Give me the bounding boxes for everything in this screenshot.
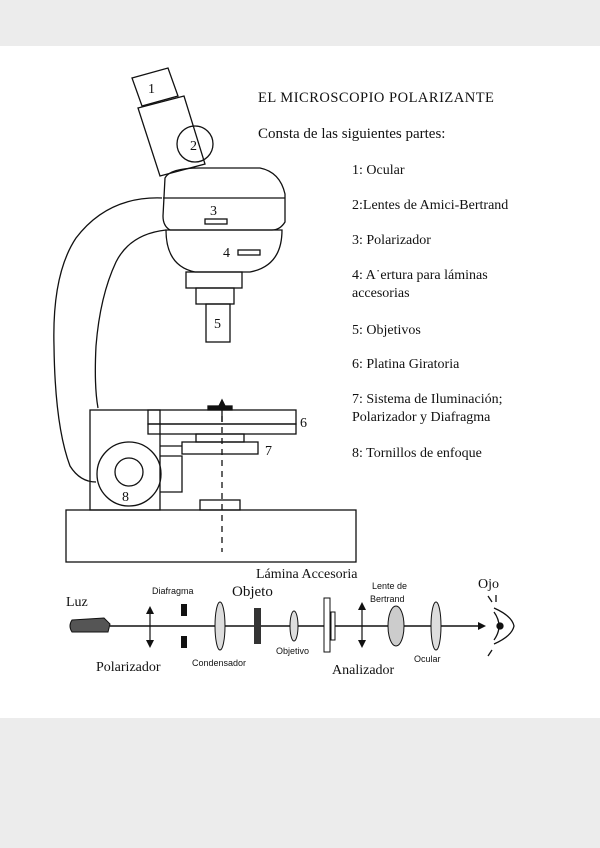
objective-ring <box>195 287 235 305</box>
polarizer-slot <box>204 218 228 225</box>
accessory-plate <box>323 597 331 653</box>
microscope-diagram: 1 2 3 4 5 6 7 8 <box>53 67 515 678</box>
objective-collar <box>185 271 243 289</box>
part-label-iluminacion: 7: Sistema de Iluminación; Polarizador y… <box>352 392 503 425</box>
part-label-ocular: 1: Ocular <box>352 163 405 178</box>
callout-8: 8 <box>122 490 129 505</box>
part-label-tornillos: 8: Tornillos de enfoque <box>352 446 482 461</box>
accessory-plate-thin <box>330 611 336 641</box>
amici-bertrand-circle <box>176 125 214 163</box>
callout-3: 3 <box>210 204 217 219</box>
part-label-polarizador: 3: Polarizador <box>352 233 431 248</box>
accessory-slot <box>237 249 261 256</box>
objective-lens <box>289 610 299 642</box>
eye-icon <box>487 595 515 657</box>
focus-knob-outer <box>96 441 162 507</box>
nosepiece <box>165 229 283 273</box>
document-page: EL MICROSCOPIO POLARIZANTE Consta de las… <box>0 46 600 718</box>
label-diafragma: Diafragma <box>152 586 194 596</box>
label-lamina-accesoria: Lámina Accesoria <box>256 567 358 582</box>
label-lente-de: Lente de <box>372 581 407 591</box>
part-label-apertura: 4: A˙ertura para láminas accesorias <box>352 268 488 301</box>
polarizer-up-arrow <box>146 606 154 614</box>
label-ojo: Ojo <box>478 577 499 592</box>
callout-4: 4 <box>223 246 230 261</box>
light-source <box>199 499 241 511</box>
diaphragm-bottom <box>181 636 187 648</box>
callout-1: 1 <box>148 82 155 97</box>
label-analizador: Analizador <box>332 663 395 678</box>
bertrand-lens <box>387 605 405 647</box>
callout-5: 5 <box>214 317 221 332</box>
label-ocular: Ocular <box>414 654 441 664</box>
label-condensador: Condensador <box>192 658 246 668</box>
page-subtitle: Consta de las siguientes partes: <box>258 126 446 142</box>
part-label-platina: 6: Platina Giratoria <box>352 357 460 372</box>
condenser-lens <box>214 601 226 651</box>
objective-tube <box>205 303 231 343</box>
polarizer-down-arrow <box>146 640 154 648</box>
eyepiece-body <box>137 95 206 177</box>
axis-arrowhead <box>216 398 228 409</box>
label-polarizador: Polarizador <box>96 660 161 675</box>
label-bertrand: Bertrand <box>370 594 405 604</box>
condenser-upper <box>195 433 245 443</box>
focus-bracket <box>160 455 183 493</box>
analyzer-down-arrow <box>358 640 366 648</box>
focus-knob-inner <box>114 457 144 487</box>
microscope-head <box>162 167 286 231</box>
page-title: EL MICROSCOPIO POLARIZANTE <box>258 90 495 106</box>
label-luz: Luz <box>66 595 88 610</box>
callout-2: 2 <box>190 139 197 154</box>
object-slide <box>254 608 261 644</box>
optical-path-diagram: Luz Diafragma Objeto Lámina Accesoria Le… <box>66 567 515 678</box>
arm-outer <box>53 197 163 483</box>
diaphragm-top <box>181 604 187 616</box>
light-path-arrowhead <box>478 622 486 630</box>
condenser-lower <box>181 441 259 455</box>
lamp-icon <box>69 617 111 633</box>
callout-7: 7 <box>265 444 272 459</box>
analyzer-up-arrow <box>358 602 366 610</box>
eyepiece-top <box>131 67 179 107</box>
ocular-lens <box>430 601 442 651</box>
part-label-amici-bertrand: 2:Lentes de Amici-Bertrand <box>352 198 509 213</box>
arm-inner <box>94 229 167 409</box>
microscope-base <box>65 509 357 563</box>
label-objetivo: Objetivo <box>276 646 309 656</box>
label-objeto: Objeto <box>232 584 273 600</box>
callout-6: 6 <box>300 416 307 431</box>
part-label-objetivos: 5: Objetivos <box>352 323 421 338</box>
